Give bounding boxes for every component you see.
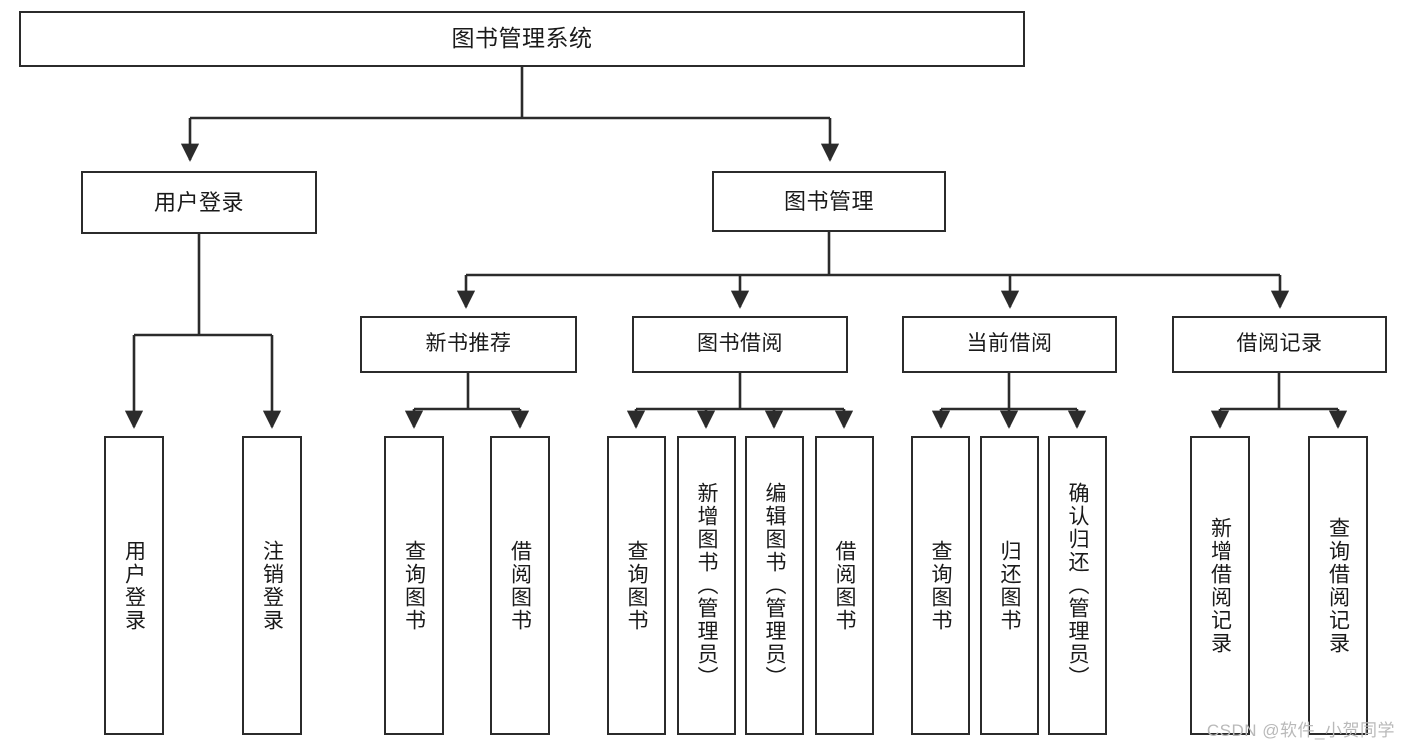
node-book-borrow[interactable]: 图书借阅 (632, 316, 848, 373)
node-label: 借阅图书 (833, 539, 856, 632)
node-label: 新书推荐 (425, 332, 512, 356)
node-label: 图书管理 (783, 188, 874, 214)
node-label: 归还图书 (998, 539, 1021, 632)
leaf-current-borrow-query-book[interactable]: 查询图书 (911, 436, 970, 735)
leaf-book-borrow-edit-book-admin[interactable]: 编辑图书（管理员） (745, 436, 804, 735)
leaf-current-borrow-confirm-return-admin[interactable]: 确认归还（管理员） (1048, 436, 1107, 735)
node-current-borrow[interactable]: 当前借阅 (902, 316, 1117, 373)
node-label: 查询图书 (625, 539, 648, 632)
node-label: 编辑图书（管理员） (763, 482, 786, 689)
node-label: 查询图书 (929, 539, 952, 632)
watermark-text: CSDN @软件_小贺同学 (1206, 721, 1395, 740)
leaf-user-login-login[interactable]: 用户登录 (104, 436, 164, 735)
leaf-current-borrow-return-book[interactable]: 归还图书 (980, 436, 1039, 735)
node-label: 借阅记录 (1236, 332, 1323, 356)
node-new-book-recommend[interactable]: 新书推荐 (360, 316, 577, 373)
node-book-management[interactable]: 图书管理 (712, 171, 946, 232)
node-label: 图书借阅 (697, 332, 783, 356)
node-label: 新增借阅记录 (1208, 516, 1232, 655)
node-label: 注销登录 (260, 539, 284, 632)
leaf-user-login-logout[interactable]: 注销登录 (242, 436, 302, 735)
leaf-new-book-query-book[interactable]: 查询图书 (384, 436, 444, 735)
node-root-book-management-system[interactable]: 图书管理系统 (19, 11, 1025, 67)
node-label: 新增图书（管理员） (695, 482, 718, 689)
node-label: 查询借阅记录 (1326, 516, 1350, 655)
leaf-book-borrow-query-book[interactable]: 查询图书 (607, 436, 666, 735)
node-label: 用户登录 (153, 189, 244, 215)
node-label: 查询图书 (402, 539, 426, 632)
leaf-book-borrow-borrow-book[interactable]: 借阅图书 (815, 436, 874, 735)
leaf-new-book-borrow-book[interactable]: 借阅图书 (490, 436, 550, 735)
node-label: 当前借阅 (966, 332, 1053, 356)
node-label: 用户登录 (122, 539, 146, 632)
node-label: 图书管理系统 (451, 25, 593, 52)
leaf-borrow-record-add-record[interactable]: 新增借阅记录 (1190, 436, 1250, 735)
leaf-book-borrow-add-book-admin[interactable]: 新增图书（管理员） (677, 436, 736, 735)
node-label: 确认归还（管理员） (1066, 482, 1089, 689)
node-label: 借阅图书 (508, 539, 532, 632)
node-user-login[interactable]: 用户登录 (81, 171, 317, 234)
leaf-borrow-record-query-record[interactable]: 查询借阅记录 (1308, 436, 1368, 735)
node-borrow-record[interactable]: 借阅记录 (1172, 316, 1387, 373)
